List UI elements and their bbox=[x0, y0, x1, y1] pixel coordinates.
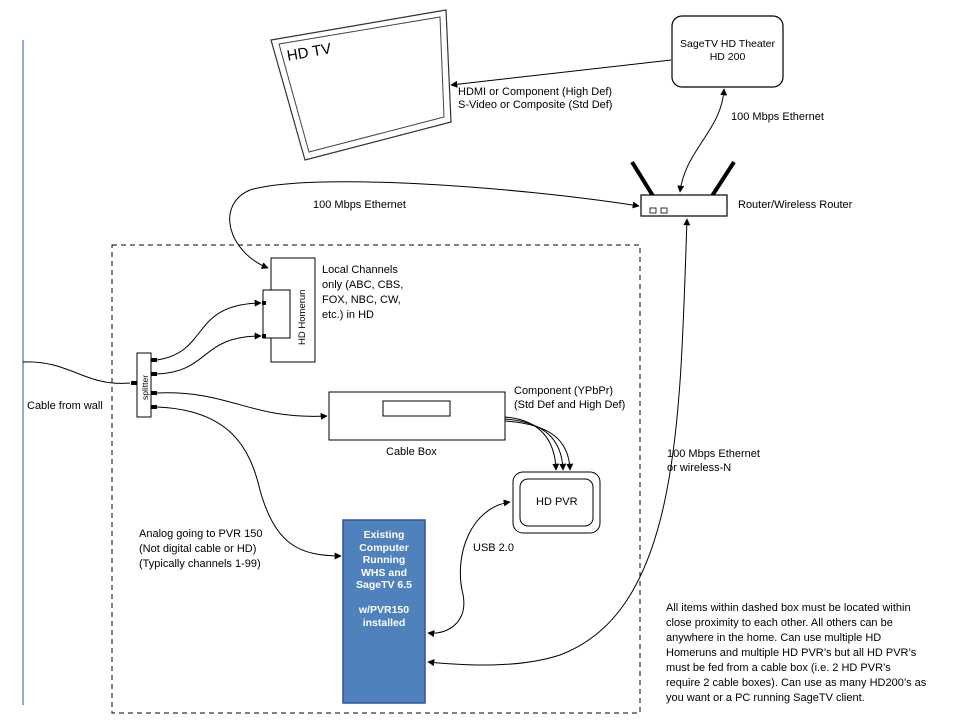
splitter-computer-cable bbox=[156, 406, 342, 560]
splitter-cablebox-cable bbox=[156, 392, 328, 420]
computer-shape bbox=[342, 519, 426, 704]
eth-sage-router-label: 100 Mbps Ethernet bbox=[731, 111, 824, 123]
hdtv-shape bbox=[270, 9, 452, 161]
eth-router-homerun-label: 100 Mbps Ethernet bbox=[313, 199, 406, 211]
hdmi-link bbox=[450, 59, 672, 88]
splitter-label: splitter bbox=[140, 374, 150, 400]
cable-from-wall-label: Cable from wall bbox=[27, 400, 103, 412]
sagetv-label: SageTV HD Theater HD 200 bbox=[680, 38, 775, 63]
analog-label: Analog going to PVR 150 (Not digital cab… bbox=[139, 528, 263, 570]
hdpvr-label: HD PVR bbox=[536, 496, 578, 508]
homerun-ports bbox=[262, 301, 266, 338]
cable-box-display bbox=[382, 400, 451, 417]
note-text: All items within dashed box must be loca… bbox=[666, 602, 927, 704]
local-channels-label: Local Channels only (ABC, CBS, FOX, NBC,… bbox=[322, 264, 404, 321]
homerun-shape bbox=[262, 257, 316, 363]
sagetv-box bbox=[671, 15, 784, 88]
usb-label: USB 2.0 bbox=[473, 542, 514, 554]
splitter-ports bbox=[131, 358, 157, 409]
eth-router-computer-label: 100 Mbps Ethernet or wireless-N bbox=[667, 448, 760, 474]
sage-router-link bbox=[677, 88, 728, 193]
component-label: Component (YPbPr) (Std Def and High Def) bbox=[514, 385, 626, 411]
wall-splitter-cable bbox=[22, 361, 131, 384]
hdmi-label: HDMI or Component (High Def) S-Video or … bbox=[458, 86, 613, 111]
router-label: Router/Wireless Router bbox=[738, 199, 853, 211]
splitter-homerun-cable-2 bbox=[156, 332, 262, 375]
router-computer-link bbox=[427, 218, 691, 667]
homerun-label: HD Homerun bbox=[297, 289, 308, 345]
component-cables bbox=[504, 416, 574, 471]
splitter-homerun-cable-1 bbox=[156, 299, 262, 361]
router-homerun-link bbox=[229, 181, 640, 269]
usb-link bbox=[427, 499, 511, 638]
computer-label: Existing Computer Running WHS and SageTV… bbox=[355, 529, 413, 629]
cable-box-label: Cable Box bbox=[386, 446, 437, 458]
router-shape bbox=[630, 160, 736, 217]
